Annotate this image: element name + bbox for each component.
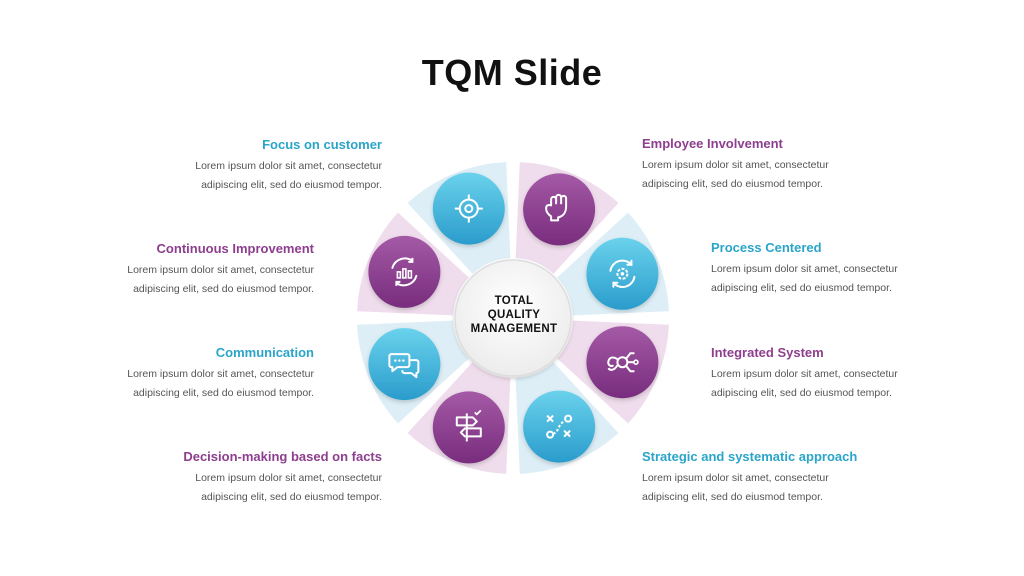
item-focus-on-customer: Focus on customer Lorem ipsum dolor sit …: [82, 136, 382, 195]
badge-8: [368, 235, 441, 308]
badge-circle: [523, 173, 596, 246]
desc-line: adipiscing elit, sed do eiusmod tempor.: [642, 491, 823, 503]
item-description: Lorem ipsum dolor sit amet, consectetur …: [711, 365, 931, 403]
center-label-line2: QUALITY: [487, 309, 541, 321]
desc-line: adipiscing elit, sed do eiusmod tempor.: [711, 387, 892, 399]
target-icon: [454, 194, 483, 223]
item-strategic-approach: Strategic and systematic approach Lorem …: [642, 448, 942, 507]
desc-line: adipiscing elit, sed do eiusmod tempor.: [201, 491, 382, 503]
badge-circle: [368, 328, 441, 401]
desc-line: Lorem ipsum dolor sit amet, consectetur: [127, 264, 314, 276]
item-description: Lorem ipsum dolor sit amet, consectetur …: [94, 261, 314, 299]
item-title: Strategic and systematic approach: [642, 449, 858, 464]
desc-line: Lorem ipsum dolor sit amet, consectetur: [127, 368, 314, 380]
badge-4: [586, 326, 659, 399]
item-description: Lorem ipsum dolor sit amet, consectetur …: [162, 469, 382, 507]
item-title: Continuous Improvement: [156, 241, 314, 256]
badge-2: [523, 173, 596, 246]
item-description: Lorem ipsum dolor sit amet, consectetur …: [94, 365, 314, 403]
desc-line: Lorem ipsum dolor sit amet, consectetur: [642, 472, 829, 484]
desc-line: adipiscing elit, sed do eiusmod tempor.: [133, 387, 314, 399]
item-title: Integrated System: [711, 345, 824, 360]
center-circle: [454, 259, 572, 377]
badge-5: [523, 390, 596, 463]
center-label-line3: MANAGEMENT: [470, 323, 558, 335]
signpost-icon: [455, 409, 482, 442]
desc-line: adipiscing elit, sed do eiusmod tempor.: [642, 178, 823, 190]
desc-line: Lorem ipsum dolor sit amet, consectetur: [711, 368, 898, 380]
center-label: TOTAL QUALITY MANAGEMENT: [454, 294, 574, 336]
item-title: Communication: [215, 345, 314, 360]
item-process-centered: Process Centered Lorem ipsum dolor sit a…: [711, 239, 1011, 298]
strategy-icon: [546, 414, 573, 439]
badge-circle: [432, 172, 505, 245]
desc-line: Lorem ipsum dolor sit amet, consectetur: [195, 160, 382, 172]
fist-icon: [545, 193, 568, 222]
desc-line: adipiscing elit, sed do eiusmod tempor.: [201, 179, 382, 191]
item-decision-making: Decision-making based on facts Lorem ips…: [82, 448, 382, 507]
chat-icon: [388, 353, 420, 379]
network-icon: [607, 352, 639, 373]
item-integrated-system: Integrated System Lorem ipsum dolor sit …: [711, 344, 1011, 403]
badge-3: [586, 237, 659, 310]
desc-line: Lorem ipsum dolor sit amet, consectetur: [195, 472, 382, 484]
center-label-line1: TOTAL: [494, 295, 534, 307]
desc-line: adipiscing elit, sed do eiusmod tempor.: [711, 282, 892, 294]
item-description: Lorem ipsum dolor sit amet, consectetur …: [162, 157, 382, 195]
item-continuous-improvement: Continuous Improvement Lorem ipsum dolor…: [14, 240, 314, 299]
badge-1: [432, 172, 505, 245]
slide-title: TQM Slide: [421, 52, 603, 93]
desc-line: Lorem ipsum dolor sit amet, consectetur: [711, 263, 898, 275]
badge-circle: [586, 326, 659, 399]
desc-line: adipiscing elit, sed do eiusmod tempor.: [133, 283, 314, 295]
badge-6: [432, 391, 505, 464]
item-title: Process Centered: [711, 240, 822, 255]
item-title: Employee Involvement: [642, 136, 783, 151]
item-title: Focus on customer: [262, 137, 382, 152]
desc-line: Lorem ipsum dolor sit amet, consectetur: [642, 159, 829, 171]
item-description: Lorem ipsum dolor sit amet, consectetur …: [642, 469, 862, 507]
chart-cycle-icon: [391, 257, 418, 287]
item-description: Lorem ipsum dolor sit amet, consectetur …: [711, 260, 931, 298]
item-communication: Communication Lorem ipsum dolor sit amet…: [14, 344, 314, 403]
gear-cycle-icon: [609, 259, 636, 288]
badge-7: [368, 328, 441, 401]
item-title: Decision-making based on facts: [183, 449, 382, 464]
item-employee-involvement: Employee Involvement Lorem ipsum dolor s…: [642, 135, 942, 194]
item-description: Lorem ipsum dolor sit amet, consectetur …: [642, 156, 862, 194]
badge-circle: [368, 235, 441, 308]
